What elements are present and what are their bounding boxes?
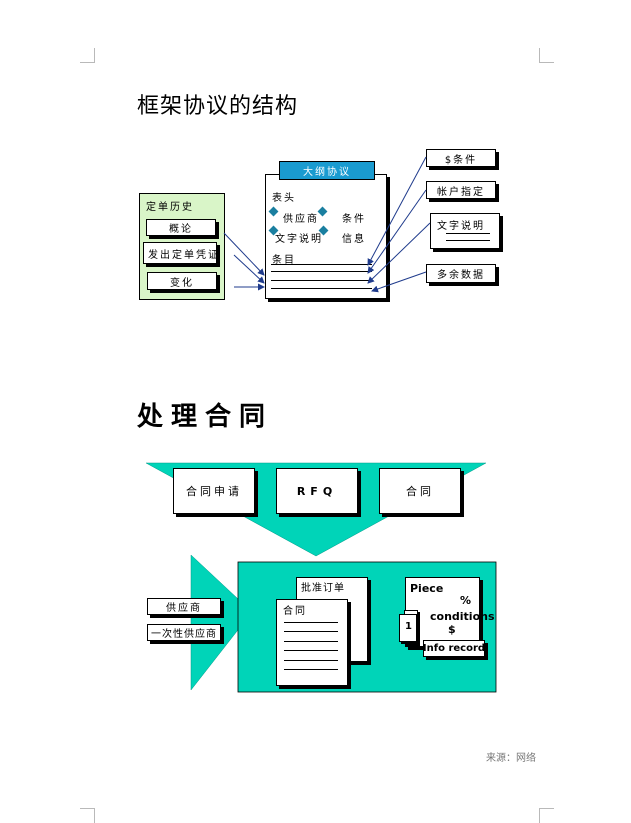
one-time-vendor-box: 一次性供应商: [147, 624, 221, 641]
crop-mark-bottom-left: [80, 808, 95, 823]
number-one-label: 1: [405, 621, 412, 632]
contract-request-box: 合同申请: [173, 468, 255, 514]
info-record-stack-front: [399, 614, 417, 642]
contract-line-3: [284, 641, 338, 642]
callout-text-description: 文字说明: [437, 221, 485, 232]
crop-mark-top-left: [80, 48, 95, 63]
item-line-3: [271, 280, 372, 281]
outline-header-label: 表头: [272, 193, 296, 204]
section-title-framework: 框架协议的结构: [137, 94, 299, 119]
contract-line-6: [284, 669, 338, 670]
callout-surplus-data: 多余数据: [426, 264, 496, 283]
callout-account-assignment: 帐户指定: [426, 181, 496, 199]
source-caption: 来源：网络: [486, 753, 536, 764]
contract-sheet: [276, 599, 348, 686]
vendor-box: 供应商: [147, 598, 221, 615]
percent-label: %: [460, 594, 472, 607]
contract-line-5: [284, 660, 338, 661]
contract-line-1: [284, 622, 338, 623]
conditions-label: conditions: [430, 610, 495, 623]
section-title-contract: 处理合同: [137, 402, 274, 432]
callout-text-line-2: [446, 240, 490, 241]
callout-text-sheet: [430, 213, 500, 249]
contract-sheet-label: 合同: [283, 606, 307, 617]
info-record-label: Info record: [423, 640, 485, 657]
outline-info-label: 信息: [342, 234, 366, 245]
order-history-item-overview: 概论: [146, 219, 216, 236]
piece-label: Piece: [410, 582, 444, 595]
outline-terms-label: 条件: [342, 214, 366, 225]
outline-vendor-label: 供应商: [283, 214, 319, 225]
callout-price-conditions: $条件: [426, 149, 496, 167]
item-line-4: [271, 288, 372, 289]
item-line-2: [271, 271, 372, 272]
order-history-heading: 定单历史: [146, 202, 194, 213]
contract-line-2: [284, 631, 338, 632]
crop-mark-top-right: [539, 48, 554, 63]
dollar-label: $: [448, 623, 456, 636]
item-line-1: [271, 264, 372, 265]
contract-box: 合同: [379, 468, 461, 514]
outline-agreement-banner: 大纲协议: [279, 161, 375, 180]
callout-text-line-1: [446, 233, 490, 234]
contract-line-4: [284, 650, 338, 651]
outline-agreement-document: [265, 174, 387, 299]
outline-items-label: 条目: [272, 255, 296, 266]
release-order-label: 批准订单: [301, 583, 345, 594]
order-history-item-changes: 变化: [147, 272, 217, 290]
outline-text-desc-label: 文字说明: [275, 234, 323, 245]
order-history-item-release: 发出定单凭证: [143, 242, 217, 264]
crop-mark-bottom-right: [539, 808, 554, 823]
rfq-box: RFQ: [276, 468, 358, 514]
